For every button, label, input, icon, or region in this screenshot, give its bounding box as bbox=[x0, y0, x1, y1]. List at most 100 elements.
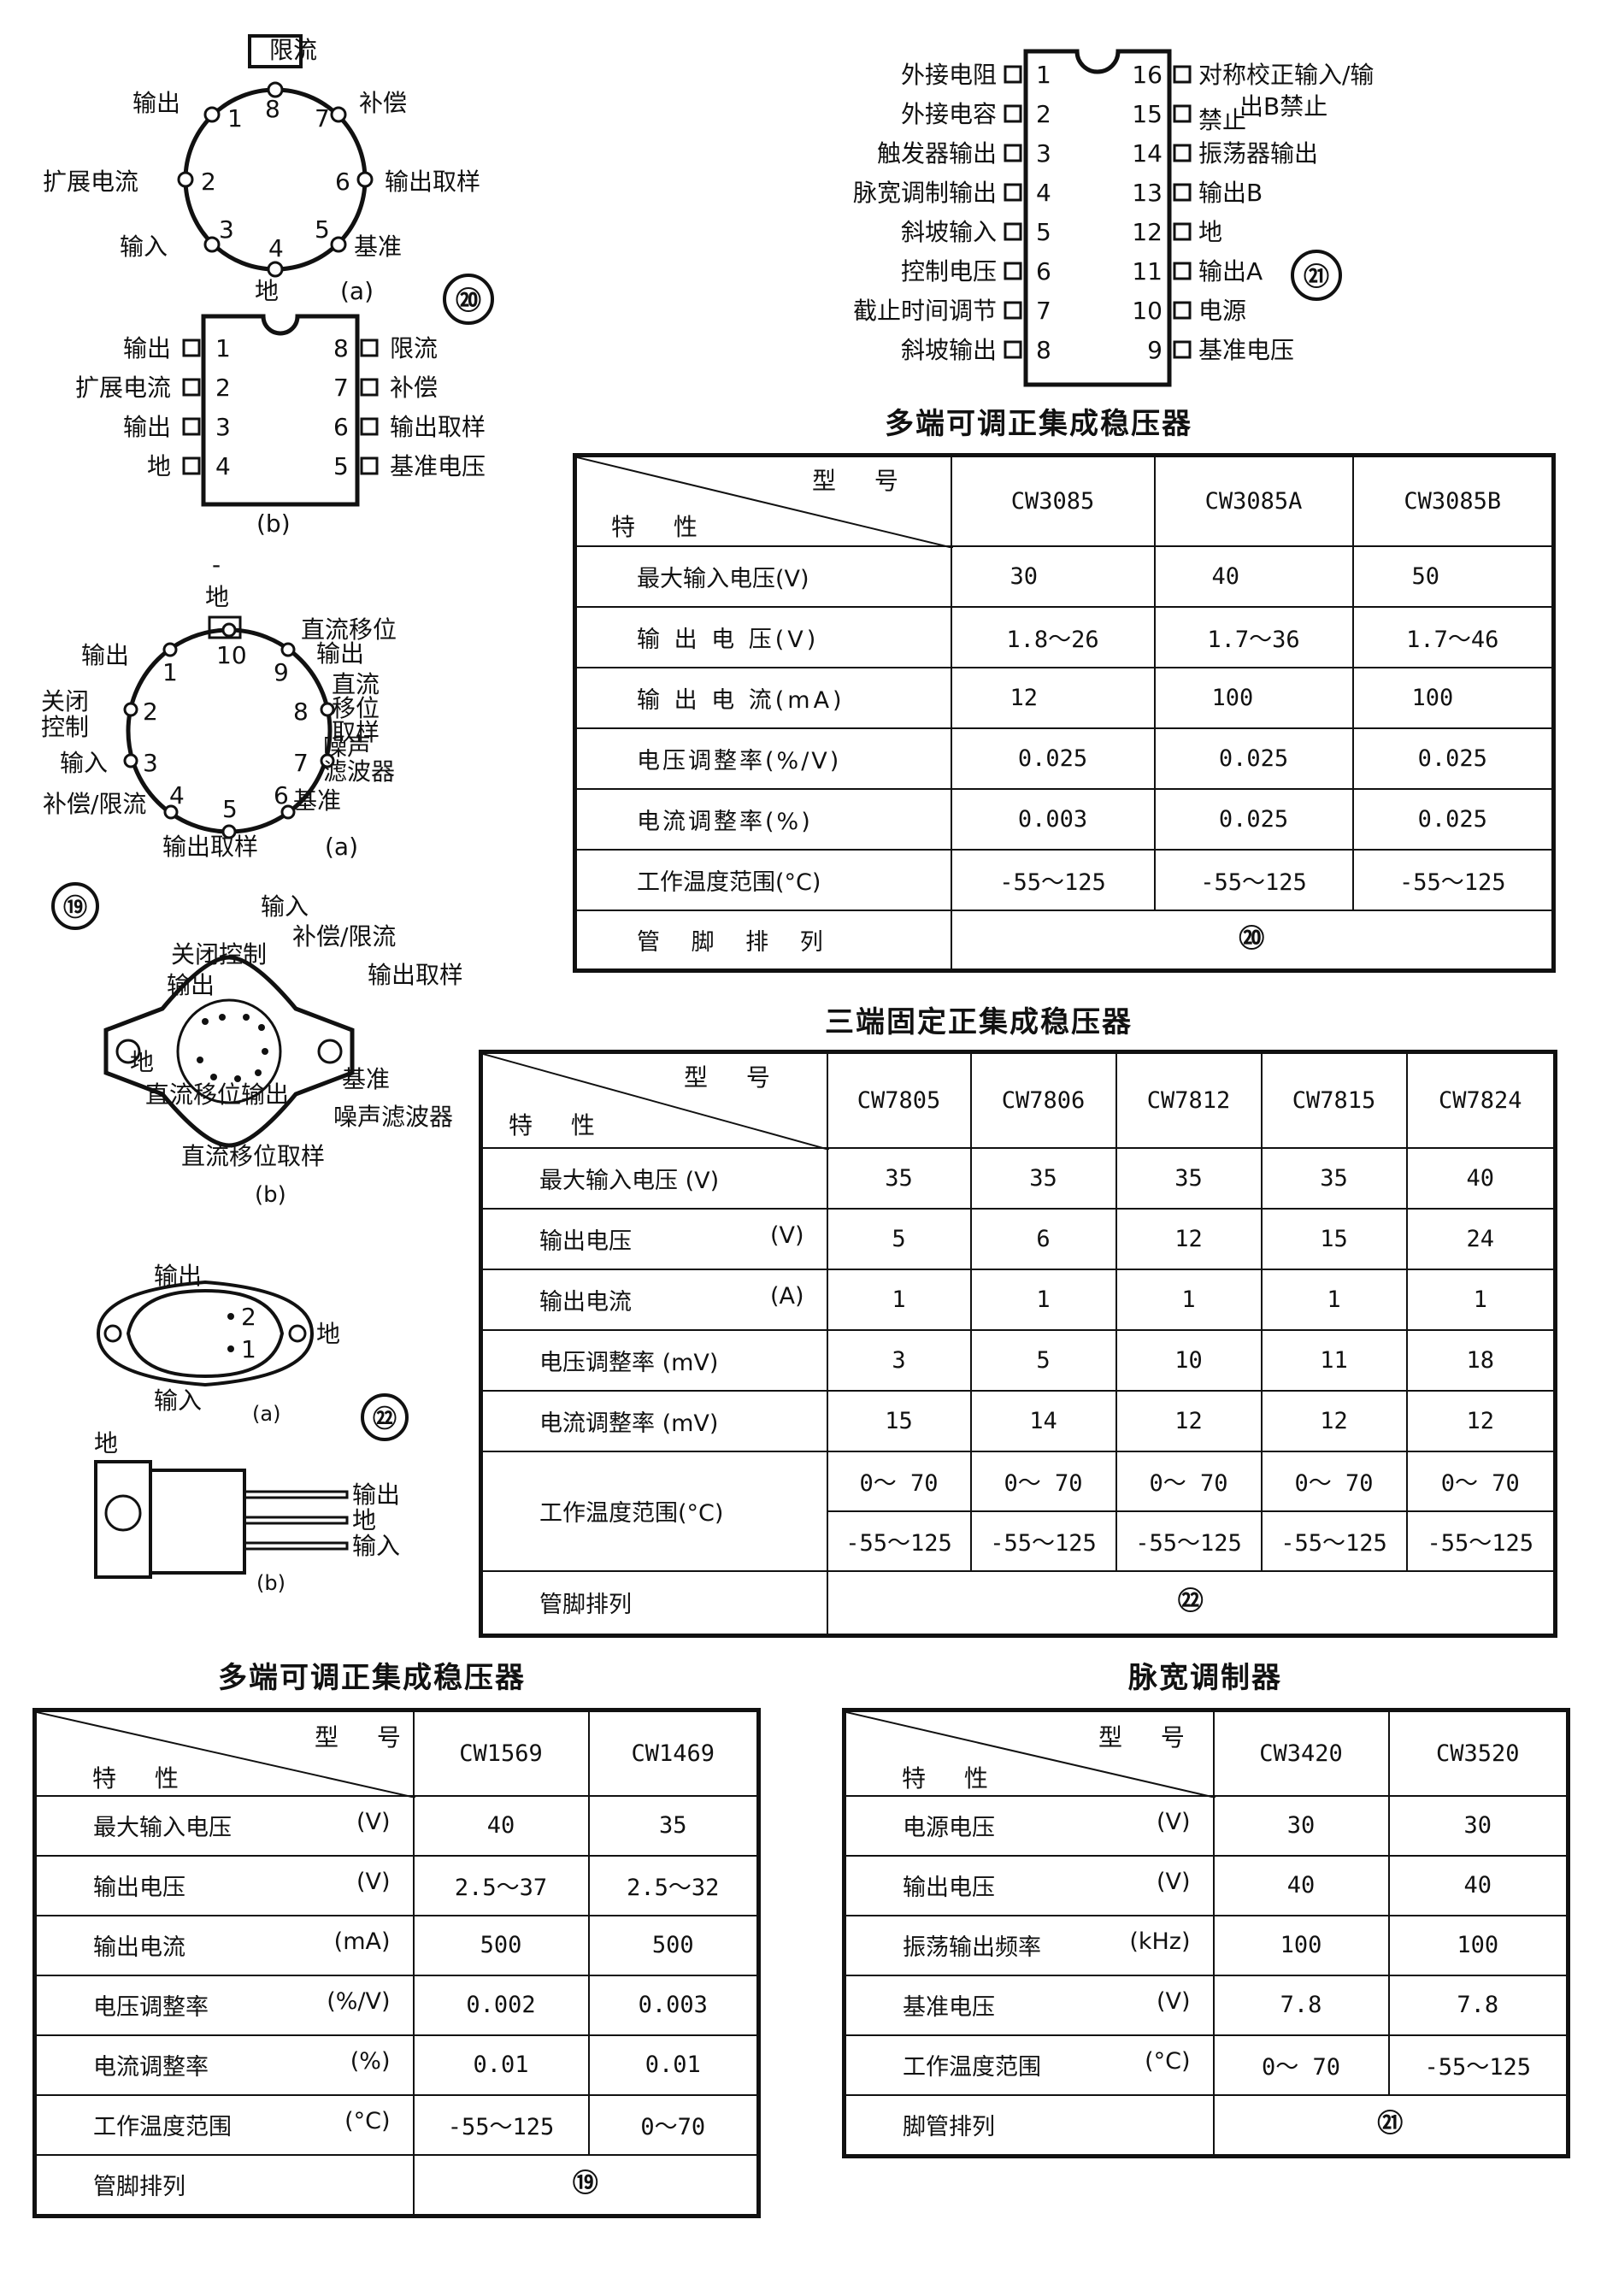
figure-20b-dip-package: 1 2 3 4 8 7 6 5 输出 扩展电流 输出 地 限流 补偿 输出取样 … bbox=[75, 314, 486, 538]
table-row: 脚管排列 ㉑ bbox=[843, 2093, 1569, 2158]
svg-text:8: 8 bbox=[293, 698, 309, 726]
svg-text:8: 8 bbox=[333, 334, 349, 362]
fig21-right-pins: 16 15 14 13 12 11 10 9 对称校正输入/输 出B禁止 禁止 … bbox=[1132, 61, 1374, 364]
svg-text:2: 2 bbox=[241, 1303, 256, 1331]
table2-title: 三端固定正集成稳压器 bbox=[825, 1005, 1133, 1039]
svg-text:7: 7 bbox=[315, 104, 330, 132]
fig20a-label-output: 输出 bbox=[132, 89, 180, 117]
svg-text:基准: 基准 bbox=[342, 1065, 390, 1093]
table2-model: CW7815 bbox=[1260, 1051, 1408, 1149]
svg-text:3: 3 bbox=[215, 413, 231, 441]
svg-text:6: 6 bbox=[333, 413, 349, 441]
figure-19-diagram: - 10 1 2 3 4 5 6 7 8 9 地 输出 关闭 控制 输入 补偿/… bbox=[41, 556, 462, 1205]
figure-19a-can-package: - 10 1 2 3 4 5 6 7 8 9 地 输出 关闭 控制 输入 补偿/… bbox=[41, 556, 397, 861]
svg-text:4: 4 bbox=[169, 781, 185, 809]
figure-22-diagram: 2 1 输出 地 输入 (a) ㉒ 地 输出 地 输入 (b) bbox=[94, 1262, 409, 1595]
fig20b-caption: (b) bbox=[256, 509, 291, 538]
svg-text:2: 2 bbox=[143, 698, 158, 726]
fig22a-label-output: 输出 bbox=[154, 1262, 202, 1290]
table3-model: CW1569 bbox=[412, 1709, 590, 1797]
svg-text:地: 地 bbox=[352, 1506, 376, 1534]
svg-text:直流移位: 直流移位 bbox=[301, 615, 397, 644]
table-row: 输 出 电 压(V) 1.8～26 1.7～36 1.7～46 bbox=[574, 605, 1555, 668]
svg-text:14: 14 bbox=[1132, 139, 1163, 168]
svg-text:输出取样: 输出取样 bbox=[368, 961, 462, 989]
svg-text:对称校正输入/输: 对称校正输入/输 bbox=[1198, 61, 1374, 89]
svg-text:关闭控制: 关闭控制 bbox=[171, 940, 267, 968]
figure-19b-to3-package: 关闭控制 输入 补偿/限流 输出 输出取样 地 直流移位输出 基准 噪声滤波器 … bbox=[103, 892, 462, 1205]
svg-text:地: 地 bbox=[147, 452, 171, 480]
svg-text:10: 10 bbox=[216, 641, 247, 669]
fig20a-label-ref: 基准 bbox=[354, 233, 402, 261]
svg-text:1: 1 bbox=[227, 104, 243, 132]
table4-title: 脉宽调制器 bbox=[1128, 1661, 1282, 1695]
fig19a-label-sample: 输出取样 bbox=[162, 833, 258, 861]
svg-text:2: 2 bbox=[215, 374, 231, 402]
svg-text:2: 2 bbox=[1036, 100, 1051, 128]
svg-text:5: 5 bbox=[315, 215, 330, 244]
fig20a-top-label: 限流 bbox=[269, 36, 317, 64]
svg-text:5: 5 bbox=[222, 795, 238, 823]
svg-text:输入: 输入 bbox=[261, 892, 309, 921]
fig20a-label-comp: 补偿 bbox=[359, 89, 407, 117]
svg-text:4: 4 bbox=[1036, 179, 1051, 207]
svg-text:直流: 直流 bbox=[332, 670, 380, 698]
fig22a-label-input: 输入 bbox=[154, 1386, 202, 1415]
svg-text:15: 15 bbox=[1132, 100, 1163, 128]
table-row: -55～125-55～125-55～125-55～125-55～125 bbox=[481, 1510, 1557, 1572]
fig19a-label-ref: 基准 bbox=[293, 786, 341, 815]
svg-text:触发器输出: 触发器输出 bbox=[877, 139, 997, 168]
table1-pin-ref: ⑳ bbox=[950, 909, 1555, 972]
svg-text:斜坡输出: 斜坡输出 bbox=[901, 336, 997, 364]
svg-text:16: 16 bbox=[1132, 61, 1163, 89]
svg-text:5: 5 bbox=[333, 452, 349, 480]
fig20a-label-sample: 输出取样 bbox=[385, 168, 480, 196]
svg-text:脉宽调制输出: 脉宽调制输出 bbox=[853, 179, 997, 207]
figure-20-ref-badge: ⑳ bbox=[443, 274, 494, 325]
svg-text:2: 2 bbox=[201, 168, 216, 196]
fig19a-caption: (a) bbox=[325, 833, 358, 861]
table2-cw78xx: 型 号 特 性 CW7805 CW7806 CW7812 CW7815 CW78… bbox=[479, 1050, 1557, 1638]
table1-cw3085: 型 号 特 性 CW3085 CW3085A CW3085B 最大输入电压(V)… bbox=[573, 453, 1556, 973]
svg-text:9: 9 bbox=[274, 658, 289, 686]
svg-text:㉑: ㉑ bbox=[1304, 262, 1329, 292]
svg-text:3: 3 bbox=[143, 749, 158, 777]
svg-text:直流移位取样: 直流移位取样 bbox=[181, 1142, 325, 1170]
svg-text:㉒: ㉒ bbox=[373, 1404, 397, 1433]
fig19a-label-input: 输入 bbox=[60, 749, 108, 777]
svg-text:-: - bbox=[212, 556, 221, 579]
svg-text:关闭: 关闭 bbox=[41, 687, 89, 715]
table1-model: CW3085 bbox=[950, 454, 1156, 547]
svg-text:地: 地 bbox=[130, 1048, 154, 1076]
fig19a-label-ground: 地 bbox=[205, 583, 229, 611]
svg-text:6: 6 bbox=[1036, 257, 1051, 286]
svg-text:移位: 移位 bbox=[332, 694, 380, 722]
svg-text:输出B: 输出B bbox=[1198, 179, 1263, 207]
svg-text:控制: 控制 bbox=[41, 713, 89, 741]
figure-22-ref-badge: ㉒ bbox=[361, 1393, 409, 1441]
svg-text:禁止: 禁止 bbox=[1198, 106, 1246, 134]
svg-text:扩展电流: 扩展电流 bbox=[75, 374, 171, 402]
table-row: 管脚排列 ㉒ bbox=[480, 1569, 1557, 1637]
svg-text:出B禁止: 出B禁止 bbox=[1239, 92, 1327, 121]
svg-text:4: 4 bbox=[215, 452, 231, 480]
table3-pin-ref: ⑲ bbox=[412, 2153, 760, 2217]
table4-pin-ref: ㉑ bbox=[1212, 2093, 1569, 2158]
svg-text:⑲: ⑲ bbox=[63, 893, 87, 921]
svg-text:10: 10 bbox=[1132, 297, 1163, 325]
figure-20-diagram: 限流 8 1 2 3 4 5 6 7 输出 扩展电流 输入 地 基准 输出取样 … bbox=[43, 34, 494, 538]
figure-21-ref-badge: ㉑ bbox=[1291, 250, 1342, 301]
svg-text:输出: 输出 bbox=[352, 1481, 400, 1509]
svg-text:斜坡输入: 斜坡输入 bbox=[901, 218, 997, 246]
table-row: 管脚排列 ⑲ bbox=[33, 2153, 760, 2217]
table1-header-diagonal: 型 号 特 性 bbox=[574, 454, 953, 548]
